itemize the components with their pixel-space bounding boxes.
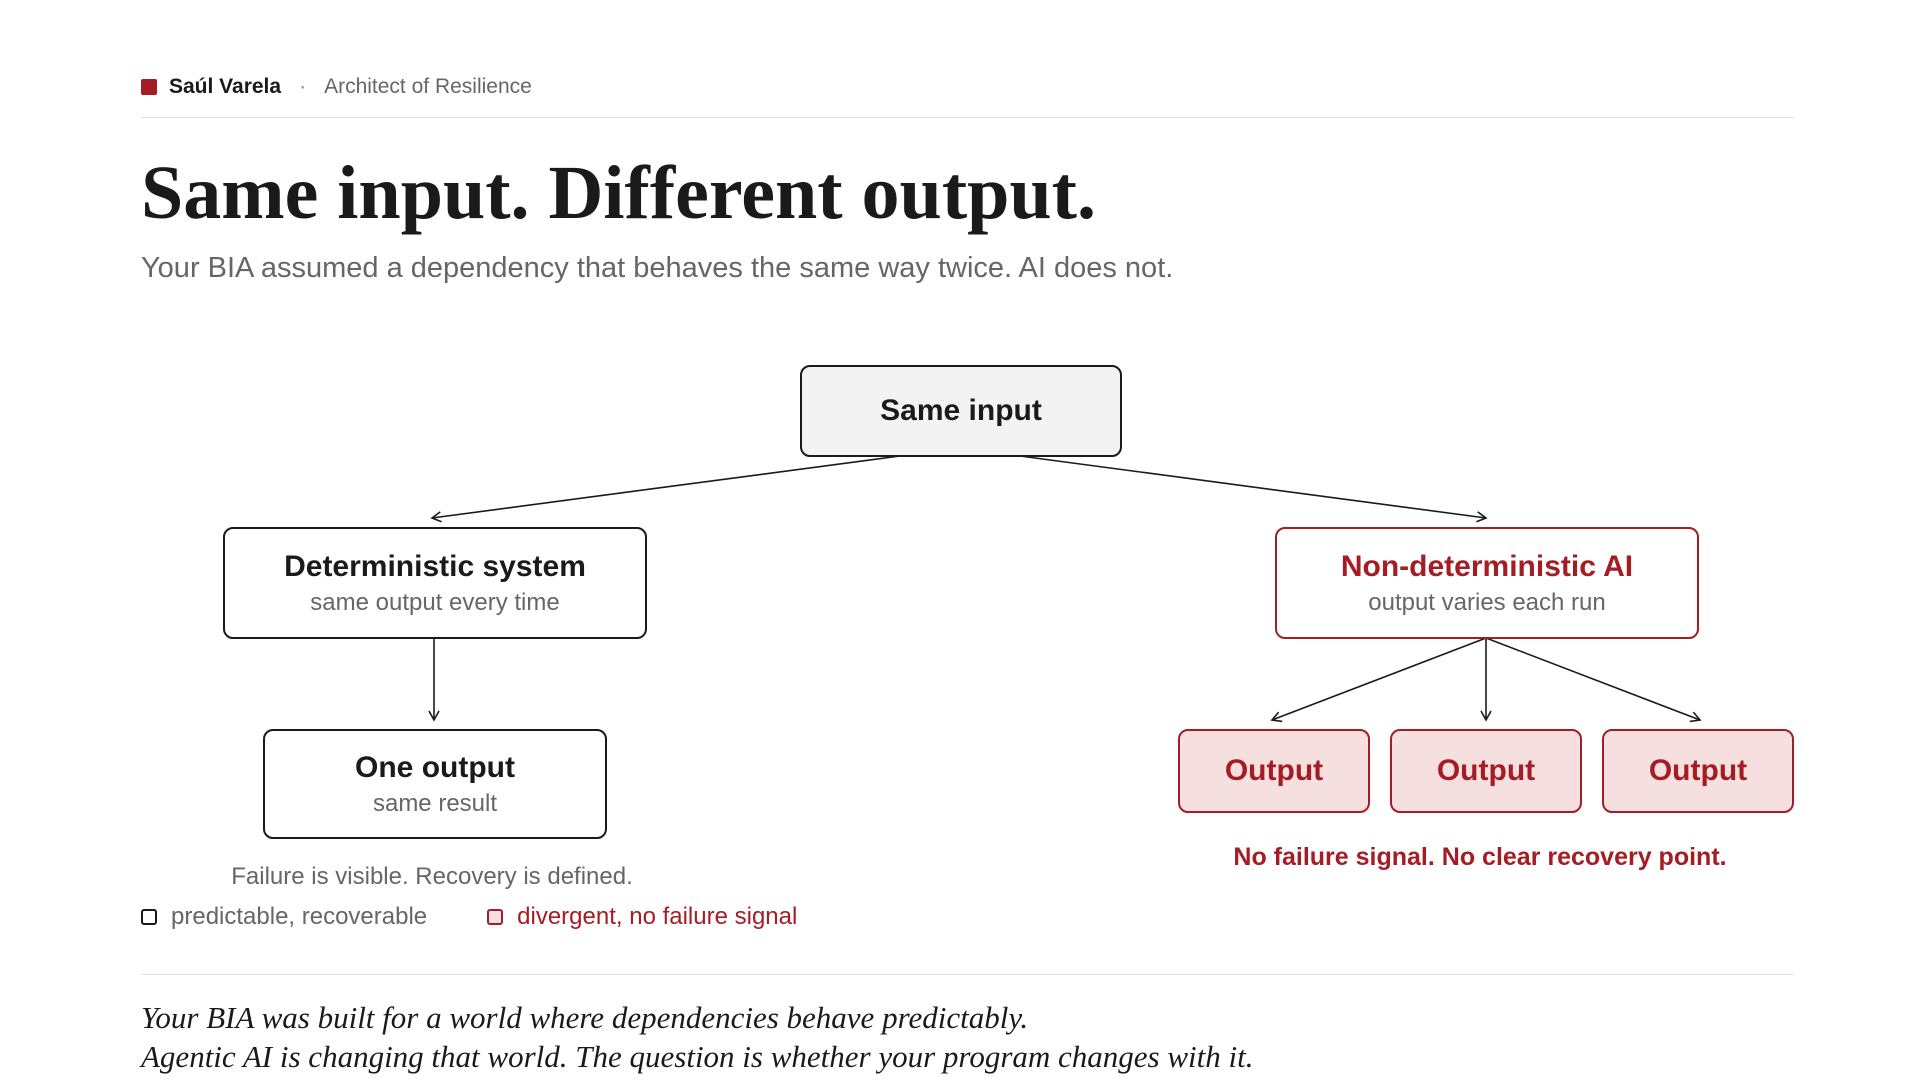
legend-label-predictable: predictable, recoverable xyxy=(171,903,428,930)
nondeterministic-caption: No failure signal. No clear recovery poi… xyxy=(1233,843,1727,871)
node-one-output-title: One output xyxy=(355,750,515,784)
closing-line-2: Agentic AI is changing that world. The q… xyxy=(141,1039,1254,1074)
node-deterministic-title: Deterministic system xyxy=(284,549,586,583)
node-output-2: Output xyxy=(1390,729,1582,813)
legend: predictable, recoverable divergent, no f… xyxy=(141,902,797,932)
deterministic-caption: Failure is visible. Recovery is defined. xyxy=(231,863,633,890)
node-ai-subtitle: output varies each run xyxy=(1368,588,1606,616)
legend-label-divergent: divergent, no failure signal xyxy=(517,903,798,930)
footer-divider xyxy=(141,974,1794,975)
node-deterministic-subtitle: same output every time xyxy=(310,588,560,616)
arrow-ai-to-output-1 xyxy=(1270,637,1487,723)
node-one-output-subtitle: same result xyxy=(372,789,498,817)
brand-square-icon xyxy=(141,79,157,95)
legend-item-predictable: predictable, recoverable xyxy=(141,902,427,932)
header-divider xyxy=(141,117,1794,118)
author-role: Architect of Resilience xyxy=(324,75,532,98)
arrow-input-to-nondeterministic xyxy=(1019,455,1488,523)
page-header: Saúl Varela · Architect of Resilience xyxy=(141,74,532,100)
header-separator: · xyxy=(299,75,307,98)
legend-swatch-red xyxy=(487,909,504,925)
node-nondeterministic-ai: Non-deterministic AI output varies each … xyxy=(1275,527,1699,639)
node-deterministic-system: Deterministic system same output every t… xyxy=(223,527,647,639)
page-title: Same input. Different output. xyxy=(141,151,1096,235)
closing-statement: Your BIA was built for a world where dep… xyxy=(141,998,1254,1076)
node-same-input-label: Same input xyxy=(880,394,1042,427)
author-name: Saúl Varela xyxy=(169,75,282,98)
node-output-1-label: Output xyxy=(1224,754,1324,787)
node-output-3: Output xyxy=(1602,729,1794,813)
node-output-1: Output xyxy=(1178,729,1370,813)
closing-line-1: Your BIA was built for a world where dep… xyxy=(141,1000,1029,1035)
node-output-2-label: Output xyxy=(1436,754,1536,787)
node-ai-title: Non-deterministic AI xyxy=(1340,549,1634,583)
node-one-output: One output same result xyxy=(263,729,607,839)
legend-swatch-black xyxy=(141,909,157,925)
legend-item-divergent: divergent, no failure signal xyxy=(487,902,797,932)
page-subtitle: Your BIA assumed a dependency that behav… xyxy=(141,252,1174,284)
node-same-input: Same input xyxy=(800,365,1122,457)
arrow-ai-to-output-3 xyxy=(1485,637,1702,723)
arrow-input-to-deterministic xyxy=(430,455,901,523)
node-output-3-label: Output xyxy=(1648,754,1748,787)
